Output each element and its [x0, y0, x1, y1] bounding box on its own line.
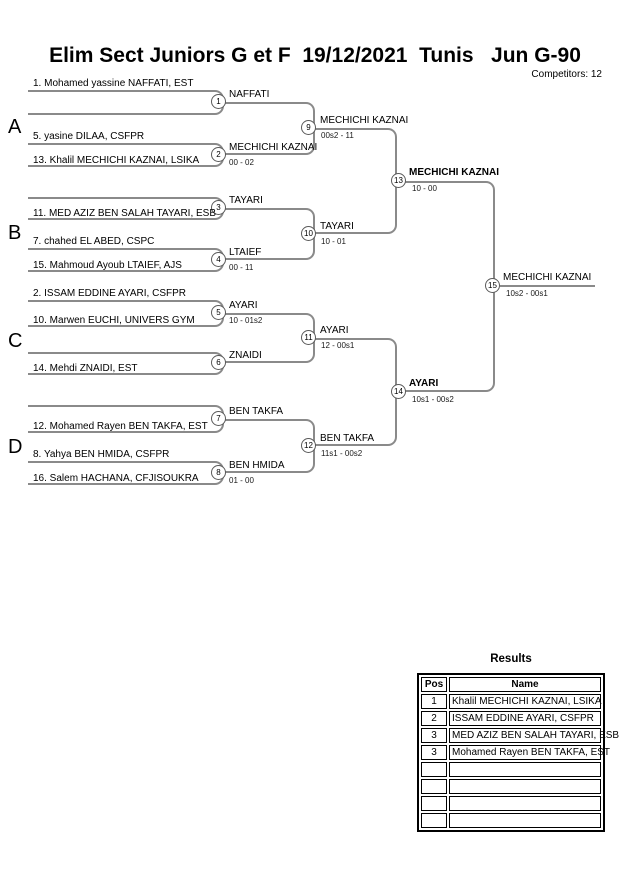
match-winner-7: BEN TAKFA: [229, 406, 284, 417]
match-circle-11: 11: [301, 330, 316, 345]
result-pos: 1: [421, 694, 447, 709]
match-score-5: 10 - 01s2: [229, 316, 263, 325]
result-pos: [421, 762, 447, 777]
player-seed-10: 10. Marwen EUCHI, UNIVERS GYM: [33, 315, 195, 326]
match-winner-11: AYARI: [320, 325, 349, 336]
player-seed-13: 13. Khalil MECHICHI KAZNAI, LSIKA: [33, 155, 200, 166]
match-circle-9: 9: [301, 120, 316, 135]
match-circle-1: 1: [211, 94, 226, 109]
match-winner-5: AYARI: [229, 300, 258, 311]
match-score-9: 00s2 - 11: [321, 131, 354, 140]
bracket-pair-14: [315, 338, 397, 446]
bracket-pair-15: [405, 181, 495, 392]
player-seed-5: 5. yasine DILAA, CSFPR: [33, 131, 145, 142]
player-seed-7: 7. chahed EL ABED, CSPC: [33, 236, 155, 247]
result-name: [449, 779, 601, 794]
match-score-14: 10s1 - 00s2: [412, 395, 454, 404]
player-seed-1: 1. Mohamed yassine NAFFATI, EST: [33, 78, 194, 89]
match-winner-8: BEN HMIDA: [229, 460, 285, 471]
match-circle-6: 6: [211, 355, 226, 370]
results-title: Results: [490, 653, 532, 665]
match-score-15: 10s2 - 00s1: [506, 289, 548, 298]
results-header-name: Name: [449, 677, 601, 692]
match-winner-3: TAYARI: [229, 195, 263, 206]
match-circle-7: 7: [211, 411, 226, 426]
match-circle-8: 8: [211, 465, 226, 480]
player-seed-8: 8. Yahya BEN HMIDA, CSFPR: [33, 449, 170, 460]
match-score-4: 00 - 11: [229, 263, 254, 272]
result-name: MED AZIZ BEN SALAH TAYARI, ESB: [449, 728, 619, 743]
match-score-13: 10 - 00: [412, 184, 437, 193]
results-table: Pos Name 1 Khalil MECHICHI KAZNAI, LSIKA…: [417, 673, 619, 832]
player-seed-14: 14. Mehdi ZNAIDI, EST: [33, 363, 138, 374]
result-pos: 3: [421, 745, 447, 760]
match-winner-15: MECHICHI KAZNAI: [503, 272, 592, 283]
result-name: [449, 762, 601, 777]
match-winner-6: ZNAIDI: [229, 350, 262, 361]
result-name: [449, 813, 601, 828]
player-seed-15: 15. Mahmoud Ayoub LTAIEF, AJS: [33, 260, 182, 271]
match-winner-14: AYARI: [409, 378, 439, 389]
group-label-d: D: [8, 436, 23, 458]
match-winner-12: BEN TAKFA: [320, 433, 375, 444]
match-circle-3: 3: [211, 200, 226, 215]
result-row: [421, 779, 601, 794]
match-circle-4: 4: [211, 252, 226, 267]
result-pos: 3: [421, 728, 447, 743]
match-winner-13: MECHICHI KAZNAI: [409, 167, 499, 178]
result-pos: 2: [421, 711, 447, 726]
match-winner-1: NAFFATI: [229, 89, 270, 100]
match-score-10: 10 - 01: [321, 237, 346, 246]
results-panel: Results Pos Name 1 Khalil MECHICHI KAZNA…: [417, 653, 619, 832]
player-seed-12: 12. Mohamed Rayen BEN TAKFA, EST: [33, 421, 208, 432]
match-circle-15: 15: [485, 278, 500, 293]
match-circle-14: 14: [391, 384, 406, 399]
result-pos: [421, 796, 447, 811]
result-pos: [421, 813, 447, 828]
result-name: [449, 796, 601, 811]
result-row: 3 Mohamed Rayen BEN TAKFA, EST: [421, 745, 610, 760]
match-score-8: 01 - 00: [229, 476, 254, 485]
player-seed-16: 16. Salem HACHANA, CFJISOUKRA: [33, 473, 199, 484]
result-name: Mohamed Rayen BEN TAKFA, EST: [449, 745, 610, 760]
competitors-count: Competitors: 12: [531, 69, 602, 80]
match-circle-5: 5: [211, 305, 226, 320]
result-row: [421, 796, 601, 811]
match-circle-13: 13: [391, 173, 406, 188]
result-name: Khalil MECHICHI KAZNAI, LSIKA: [449, 694, 601, 709]
result-row: 1 Khalil MECHICHI KAZNAI, LSIKA: [421, 694, 601, 709]
result-row: [421, 762, 601, 777]
player-seed-2: 2. ISSAM EDDINE AYARI, CSFPR: [33, 288, 186, 299]
match-score-12: 11s1 - 00s2: [321, 449, 363, 458]
group-label-a: A: [8, 116, 22, 138]
match-winner-9: MECHICHI KAZNAI: [320, 115, 409, 126]
result-row: 3 MED AZIZ BEN SALAH TAYARI, ESB: [421, 728, 619, 743]
match-circle-10: 10: [301, 226, 316, 241]
match-circle-2: 2: [211, 147, 226, 162]
results-header-row: Pos Name: [421, 677, 601, 692]
match-score-2: 00 - 02: [229, 158, 254, 167]
bracket-pair-13: [315, 128, 397, 234]
match-winner-2: MECHICHI KAZNAI: [229, 142, 318, 153]
result-row: 2 ISSAM EDDINE AYARI, CSFPR: [421, 711, 601, 726]
result-name: ISSAM EDDINE AYARI, CSFPR: [449, 711, 601, 726]
match-winner-10: TAYARI: [320, 221, 354, 232]
bracket-pair-1: [28, 90, 224, 115]
match-score-11: 12 - 00s1: [321, 341, 355, 350]
tournament-title: Elim Sect Juniors G et F 19/12/2021 Tuni…: [49, 44, 581, 67]
group-label-b: B: [8, 222, 22, 244]
final-winner-line: [500, 285, 595, 287]
result-pos: [421, 779, 447, 794]
match-winner-4: LTAIEF: [229, 247, 262, 258]
player-seed-11: 11. MED AZIZ BEN SALAH TAYARI, ESB: [33, 208, 217, 219]
match-circle-12: 12: [301, 438, 316, 453]
results-header-pos: Pos: [421, 677, 447, 692]
result-row: [421, 813, 601, 828]
group-label-c: C: [8, 330, 23, 352]
